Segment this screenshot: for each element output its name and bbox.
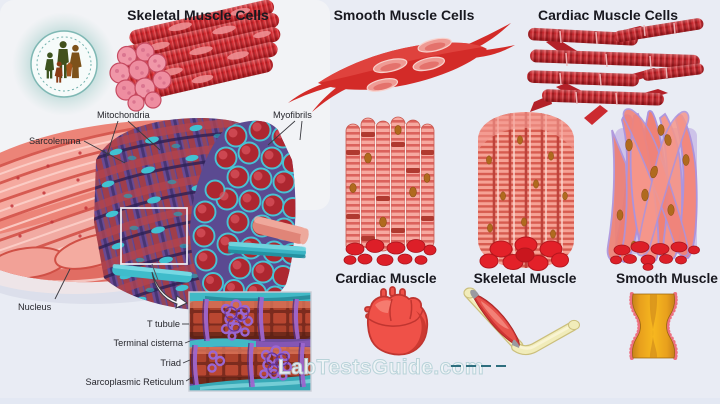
svg-text:Smooth Muscle: Smooth Muscle [616,271,718,286]
svg-text:Skeletal Muscle Cells: Skeletal Muscle Cells [127,7,269,23]
svg-text:Mitochondria: Mitochondria [97,110,150,120]
svg-text:Smooth Muscle Cells: Smooth Muscle Cells [334,7,475,23]
svg-text:Cardiac Muscle: Cardiac Muscle [335,271,437,286]
svg-text:Skeletal Muscle: Skeletal Muscle [474,271,577,286]
svg-text:Triad: Triad [160,358,181,368]
svg-text:Sarcoplasmic Reticulum: Sarcoplasmic Reticulum [85,377,184,387]
svg-text:T tubule: T tubule [147,319,180,329]
svg-text:Myofibrils: Myofibrils [273,110,312,120]
svg-text:Terminal cisterna: Terminal cisterna [114,338,184,348]
svg-text:Nucleus: Nucleus [18,302,52,312]
svg-text:LabTestsGuide.com: LabTestsGuide.com [278,356,484,379]
svg-text:Cardiac Muscle Cells: Cardiac Muscle Cells [538,7,678,23]
svg-text:Sarcolemma: Sarcolemma [29,136,81,146]
